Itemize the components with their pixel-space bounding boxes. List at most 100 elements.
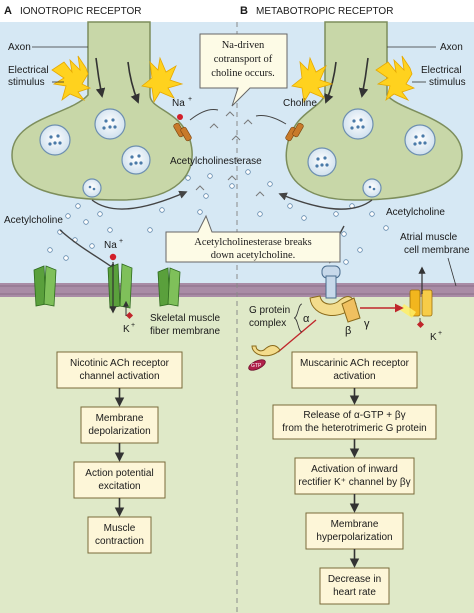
choline-transporter-right-icon <box>285 122 304 142</box>
flow-right-step-3-line2: rectifier K⁺ channel by βγ <box>298 477 410 488</box>
vesicle <box>342 108 374 140</box>
vesicle-fusing <box>82 178 102 198</box>
k-label-left: K <box>123 324 130 335</box>
flow-left-step-2-line2: depolarization <box>88 426 150 437</box>
vesicle <box>121 145 151 175</box>
choline-flow-arrow <box>255 115 287 125</box>
ach-release-arrow-right <box>278 192 373 210</box>
vesicle-group-left <box>39 108 151 198</box>
flow-left-step-1-line1: Nicotinic ACh receptor <box>70 358 170 369</box>
g-beta-gamma-subunit-icon <box>341 297 361 323</box>
g-protein-bracket <box>293 303 303 333</box>
stimulus-burst-icon <box>291 56 334 104</box>
muscarinic-receptor-icon <box>321 265 341 299</box>
flow-left-step-3-line2: excitation <box>98 481 140 492</box>
nicotinic-channel-2-icon <box>107 263 133 309</box>
flow-right-step-4-line1: Membrane <box>331 519 379 530</box>
flow-right-step-5 <box>319 567 390 605</box>
gtp-icon <box>248 359 266 371</box>
gtp-label: GTP <box>251 363 262 369</box>
na-plus-sign-top: + <box>188 96 192 103</box>
flow-left-step-2 <box>80 406 159 444</box>
atrial-leader <box>447 257 457 287</box>
k-plus-sign-left: + <box>131 322 135 329</box>
flow-right-step-1-line2: activation <box>333 371 375 382</box>
callout-cotransport-line1: Na-driven <box>222 40 265 51</box>
stimulus-label-left-line2: stimulus <box>8 77 45 88</box>
g-protein-label-line1: G protein <box>249 305 290 316</box>
nicotinic-channel-1-icon <box>33 265 57 307</box>
ap-arrow-right-2 <box>358 57 369 98</box>
callout-cotransport-line3: choline occurs. <box>211 68 275 79</box>
stimulus-burst-icon <box>375 55 416 102</box>
callout-ache-line1: Acetylcholinesterase breaks <box>194 237 312 248</box>
vesicle <box>404 124 436 156</box>
ap-arrow-right-1 <box>324 61 337 104</box>
acetylcholine-label-left: Acetylcholine <box>4 215 63 226</box>
vesicle <box>39 124 71 156</box>
panel-b-letter: B <box>240 5 248 17</box>
kir-channel-icon <box>400 289 433 318</box>
skeletal-membrane-label-line1: Skeletal muscle <box>150 313 220 324</box>
ach-dots <box>47 169 389 265</box>
axon-label-left: Axon <box>8 42 31 53</box>
panel-a-title: IONOTROPIC RECEPTOR <box>20 6 142 17</box>
choline-label: Choline <box>283 98 317 109</box>
flow-right-step-3-line1: Activation of inward <box>311 464 398 475</box>
callout-cotransport-line2: cotransport of <box>214 54 273 65</box>
na-ion-icon <box>177 114 183 120</box>
k-ion-left-icon <box>125 311 134 320</box>
flow-right-step-4 <box>305 512 404 550</box>
vesicle-fusing <box>362 178 382 198</box>
flow-left-step-1 <box>56 351 183 389</box>
callout-ache-breakdown <box>165 214 341 263</box>
released-g-alpha-icon <box>251 345 281 357</box>
na-flow-arrow <box>189 109 219 121</box>
callout-ache-line2: down acetylcholine. <box>211 250 296 261</box>
flowchart-left: Nicotinic ACh receptor channel activatio… <box>56 351 183 554</box>
choline-transporter-left-icon <box>173 122 192 142</box>
ap-arrow-left-2 <box>127 61 140 104</box>
nicotinic-channel-3-icon <box>157 267 181 307</box>
stimulus-burst-icon <box>51 55 92 102</box>
na-plus-sign-channel: + <box>119 238 123 245</box>
atrial-membrane-label-line2: cell membrane <box>404 245 470 256</box>
vesicle <box>94 108 126 140</box>
ap-arrow-left-1 <box>95 57 106 98</box>
flow-right-step-4-line2: hyperpolarization <box>316 532 392 543</box>
stimulus-label-left-line1: Electrical <box>8 65 49 76</box>
panel-a-letter: A <box>4 5 12 17</box>
flow-left-step-4-line2: contraction <box>95 536 144 547</box>
beta-label: β <box>345 325 351 337</box>
flow-right-step-2-line1: Release of α-GTP + βγ <box>303 410 405 421</box>
k-ion-right-icon <box>416 320 425 329</box>
flow-right-step-2-line2: from the heterotrimeric G protein <box>282 423 427 434</box>
flowchart-right: Muscarinic ACh receptor activation Relea… <box>272 351 437 605</box>
gamma-label: γ <box>364 318 370 330</box>
flow-left-step-1-line2: channel activation <box>79 371 159 382</box>
flow-right-step-5-line1: Decrease in <box>328 574 381 585</box>
stimulus-label-right-line1: Electrical <box>421 65 462 76</box>
stimulus-label-right-line2: stimulus <box>429 77 466 88</box>
flow-right-step-2 <box>272 404 437 440</box>
alpha-label: α <box>303 313 310 325</box>
flow-left-step-4 <box>87 516 152 554</box>
ach-molecule-scatter <box>195 111 265 197</box>
callout-cotransport <box>199 33 288 107</box>
g-protein-label-line2: complex <box>249 318 286 329</box>
ach-release-arrow-left <box>91 190 188 210</box>
flow-right-step-3 <box>294 457 415 495</box>
k-plus-sign-right: + <box>438 330 442 337</box>
vesicle-group-right <box>307 108 436 198</box>
na-label-top: Na <box>172 98 185 109</box>
k-label-right: K <box>430 332 437 343</box>
acetylcholine-label-right: Acetylcholine <box>386 207 445 218</box>
acetylcholinesterase-label: Acetylcholinesterase <box>170 156 262 167</box>
flow-left-step-2-line1: Membrane <box>96 413 144 424</box>
flow-right-step-1-line1: Muscarinic ACh receptor <box>300 358 410 369</box>
skeletal-membrane-label-line2: fiber membrane <box>150 326 220 337</box>
atrial-membrane-label-line1: Atrial muscle <box>400 232 458 243</box>
flow-left-step-3-line1: Action potential <box>85 468 153 479</box>
